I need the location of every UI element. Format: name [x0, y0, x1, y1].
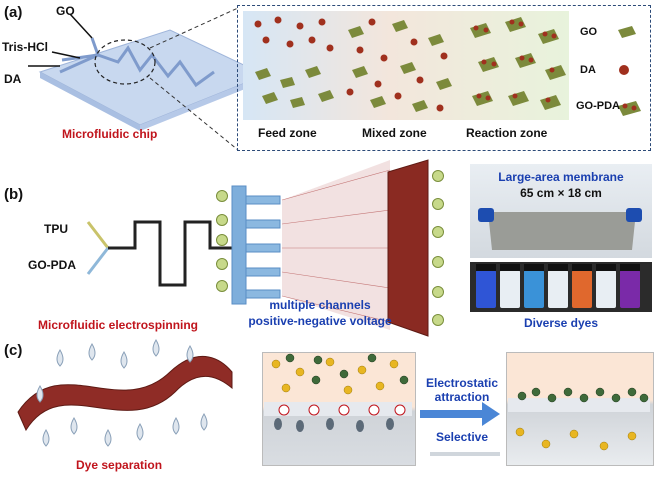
membrane-title: Large-area membrane	[498, 170, 624, 184]
panel-a-letter: (a)	[4, 4, 23, 21]
channels-label-line1: multiple channels	[269, 298, 371, 312]
input-label-go: GO	[56, 4, 75, 18]
arrow-label-electrostatic: Electrostatic	[425, 376, 499, 390]
dye-separation-caption: Dye separation	[76, 458, 163, 472]
legend-label-go-pda: GO-PDA	[576, 100, 620, 112]
panel-b-letter: (b)	[4, 186, 24, 203]
input-label-da: DA	[4, 72, 22, 86]
reaction-zones-box	[237, 5, 651, 151]
zone-label-reaction: Reaction zone	[466, 126, 548, 140]
zone-label-feed: Feed zone	[258, 126, 317, 140]
input-label-tpu: TPU	[44, 222, 68, 236]
arrow-label-attraction: attraction	[434, 390, 490, 404]
channels-label-line2: positive-negative voltage	[248, 314, 392, 328]
chip-caption: Microfluidic chip	[62, 127, 158, 141]
arrow-label-selective: Selective	[435, 430, 489, 444]
dyes-caption: Diverse dyes	[523, 316, 599, 330]
zone-label-mixed: Mixed zone	[362, 126, 427, 140]
panel-c-letter: (c)	[4, 342, 23, 359]
legend-label-da: DA	[580, 64, 596, 76]
electrospinning-caption: Microfluidic electrospinning	[38, 318, 199, 332]
membrane-size: 65 cm × 18 cm	[520, 186, 602, 200]
input-label-go-pda: GO-PDA	[28, 258, 76, 272]
legend-label-go: GO	[580, 26, 598, 38]
input-label-tris-hcl: Tris-HCl	[2, 40, 49, 54]
